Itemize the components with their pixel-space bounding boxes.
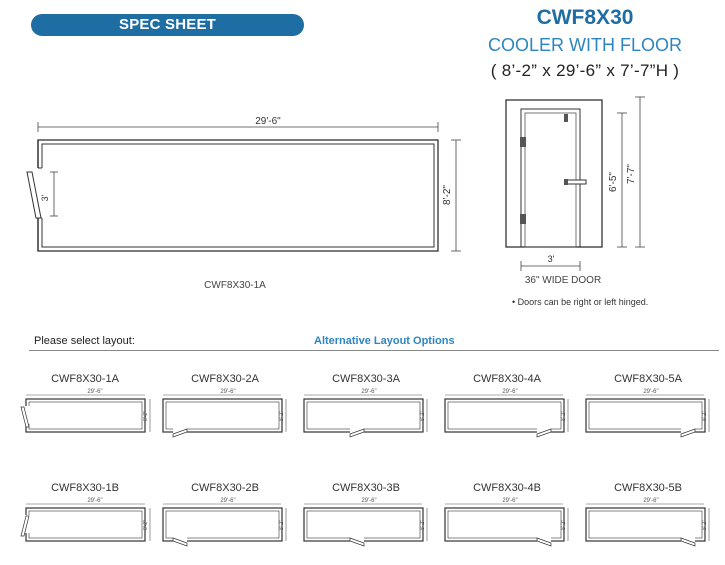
thumb-width-label: 29'-6" <box>361 389 376 395</box>
layout-code: CWF8X30-4B <box>473 482 541 494</box>
thumb-depth-label: 8'-2" <box>561 411 567 421</box>
layout-code: CWF8X30-4A <box>473 373 541 385</box>
outer-height-label: 7'-7" <box>626 164 637 184</box>
thumb-depth-label: 8'-2" <box>702 411 708 421</box>
width-label: 29'-6" <box>255 116 281 127</box>
door-caption: 36" WIDE DOOR <box>524 275 602 286</box>
main-floor-plan: 29'-6" 3' 8'-2" <box>26 116 461 252</box>
model-dimensions: ( 8’-2” x 29’-6” x 7’-7”H ) <box>490 61 680 80</box>
layout-option-4b[interactable]: CWF8X30-4B 29'-6" 8'-2" <box>437 482 577 562</box>
layout-thumbnail: 29'-6" 8'-2" <box>162 498 287 547</box>
layout-code: CWF8X30-2A <box>191 373 259 385</box>
layout-option-2b[interactable]: CWF8X30-2B 29'-6" 8'-2" <box>155 482 295 562</box>
layout-code: CWF8X30-1B <box>51 482 119 494</box>
thumb-width-label: 29'-6" <box>361 498 376 504</box>
layout-thumbnail: 29'-6" 8'-2" <box>20 389 151 433</box>
layout-code: CWF8X30-5A <box>614 373 682 385</box>
layout-option-3a[interactable]: CWF8X30-3A 29'-6" 8'-2" <box>296 373 436 453</box>
thumb-width-label: 29'-6" <box>220 498 235 504</box>
layout-thumbnail: 29'-6" 8'-2" <box>444 389 569 438</box>
thumb-width-label: 29'-6" <box>87 389 102 395</box>
select-layout-label: Please select layout: <box>34 335 135 347</box>
thumb-width-label: 29'-6" <box>643 498 658 504</box>
thumb-depth-label: 8'-2" <box>420 520 426 530</box>
layout-thumbnail: 29'-6" 8'-2" <box>303 498 428 547</box>
door-width-label: 3' <box>40 194 50 201</box>
alternative-layouts-heading: Alternative Layout Options <box>314 335 455 347</box>
main-plan-caption: CWF8X30-1A <box>204 280 266 291</box>
thumb-width-label: 29'-6" <box>643 389 658 395</box>
thumb-width-label: 29'-6" <box>220 389 235 395</box>
hinge-bottom-icon <box>520 214 526 224</box>
layout-thumbnail: 29'-6" 8'-2" <box>585 389 710 438</box>
model-code: CWF8X30 <box>536 6 634 29</box>
layout-code: CWF8X30-1A <box>51 373 119 385</box>
layout-code: CWF8X30-3B <box>332 482 400 494</box>
layout-code: CWF8X30-5B <box>614 482 682 494</box>
layout-option-2a[interactable]: CWF8X30-2A 29'-6" 8'-2" <box>155 373 295 453</box>
door-elevation: 6'-5" 7'-7" 3' <box>505 96 645 271</box>
layout-code: CWF8X30-3A <box>332 373 400 385</box>
thumb-depth-label: 8'-2" <box>561 520 567 530</box>
section-divider <box>29 350 719 351</box>
hinge-note-text: Doors can be right or left hinged. <box>517 297 649 307</box>
thumb-depth-label: 8'-2" <box>420 411 426 421</box>
door-handle-icon <box>565 179 587 185</box>
layout-thumbnail: 29'-6" 8'-2" <box>20 498 151 542</box>
layout-option-5a[interactable]: CWF8X30-5A 29'-6" 8'-2" <box>578 373 718 453</box>
model-name: COOLER WITH FLOOR <box>487 35 682 55</box>
thumb-depth-label: 8'-2" <box>279 411 285 421</box>
layout-option-1a[interactable]: CWF8X30-1A 29'-6" 8'-2" <box>15 373 155 453</box>
layout-option-5b[interactable]: CWF8X30-5B 29'-6" 8'-2" <box>578 482 718 562</box>
thumb-depth-label: 8'-2" <box>143 411 149 421</box>
layout-thumbnail: 29'-6" 8'-2" <box>585 498 710 547</box>
layout-option-4a[interactable]: CWF8X30-4A 29'-6" 8'-2" <box>437 373 577 453</box>
thumb-width-label: 29'-6" <box>502 389 517 395</box>
thumb-width-label: 29'-6" <box>502 498 517 504</box>
door-height-label: 6'-5" <box>608 172 619 192</box>
layout-code: CWF8X30-2B <box>191 482 259 494</box>
layout-thumbnail: 29'-6" 8'-2" <box>162 389 287 438</box>
thumb-depth-label: 8'-2" <box>279 520 285 530</box>
thumb-width-label: 29'-6" <box>87 498 102 504</box>
layout-option-3b[interactable]: CWF8X30-3B 29'-6" 8'-2" <box>296 482 436 562</box>
hinge-top-icon <box>520 137 526 147</box>
hinge-note: • Doors can be right or left hinged. <box>512 297 649 307</box>
depth-label: 8'-2" <box>442 185 453 205</box>
layout-thumbnail: 29'-6" 8'-2" <box>444 498 569 547</box>
layout-thumbnail: 29'-6" 8'-2" <box>303 389 428 438</box>
thumb-depth-label: 8'-2" <box>143 520 149 530</box>
layout-option-1b[interactable]: CWF8X30-1B 29'-6" 8'-2" <box>15 482 155 562</box>
thumb-depth-label: 8'-2" <box>702 520 708 530</box>
door-width-dim-label: 3' <box>548 254 555 264</box>
spec-sheet-banner: SPEC SHEET <box>31 14 304 36</box>
